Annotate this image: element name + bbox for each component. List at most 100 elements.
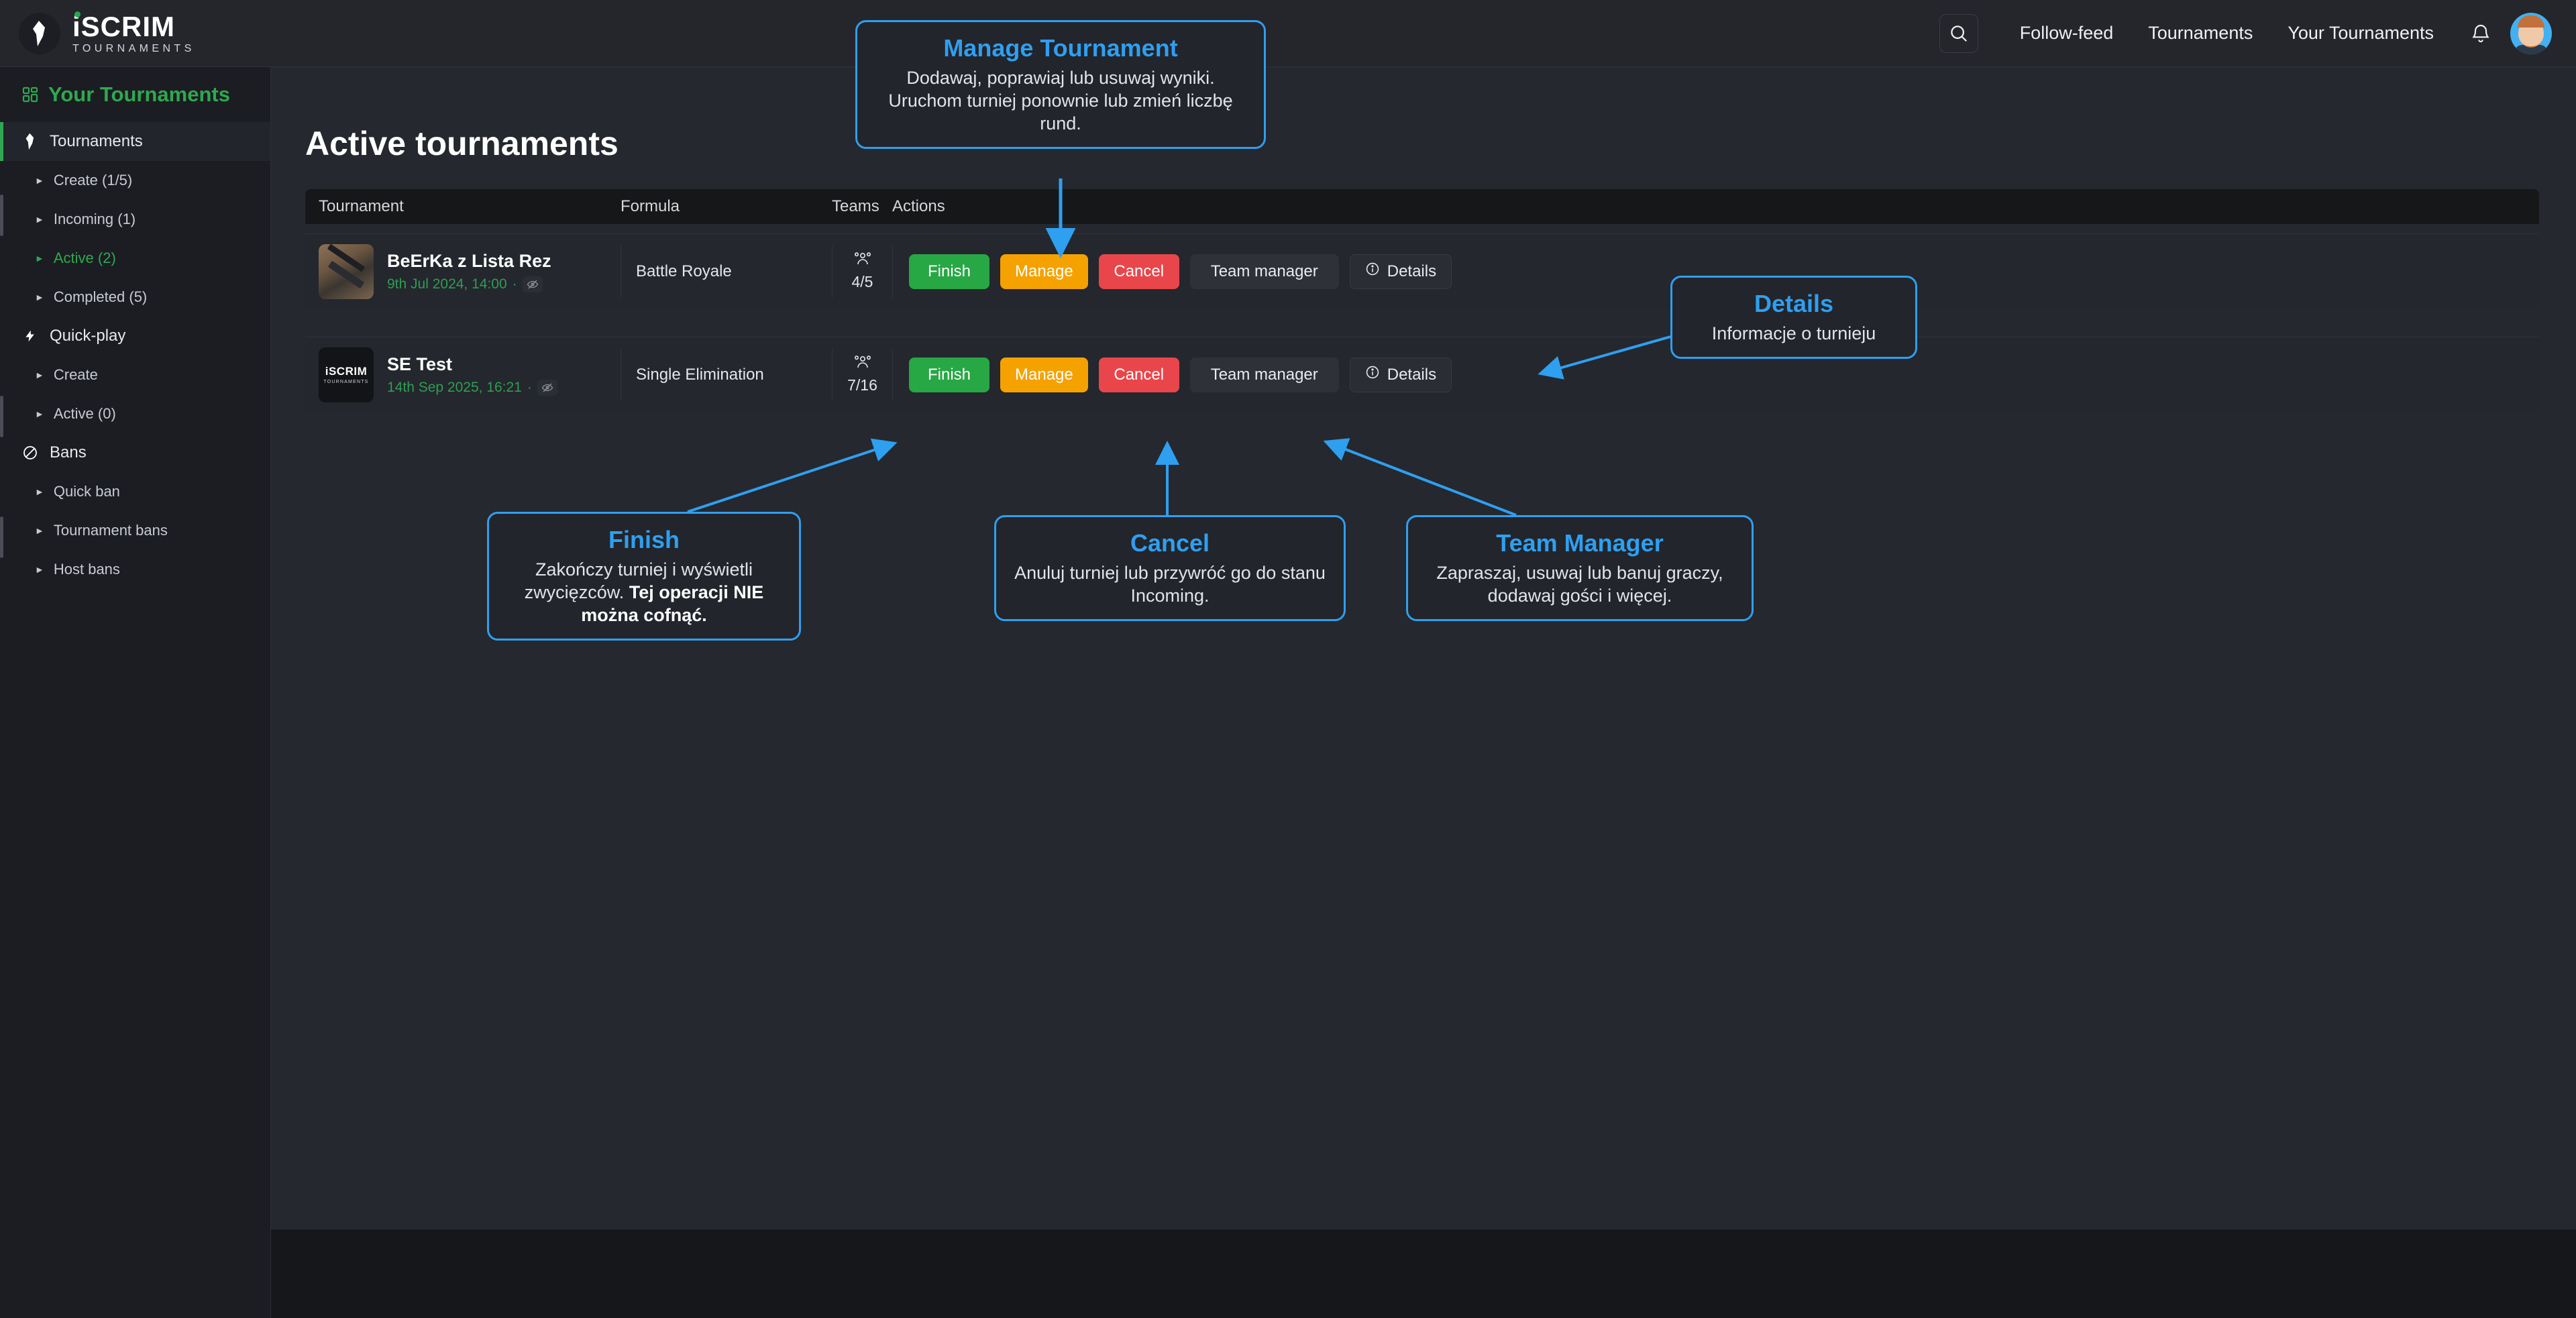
ban-icon bbox=[21, 445, 39, 461]
flag-glyph bbox=[33, 20, 45, 46]
cancel-button[interactable]: Cancel bbox=[1098, 254, 1179, 289]
brand-accent-dot bbox=[74, 11, 80, 17]
eye-slash-icon[interactable] bbox=[537, 379, 557, 396]
cell-tournament: BeErKa z Lista Rez 9th Jul 2024, 14:00 · bbox=[305, 243, 621, 299]
caret-right-icon: ► bbox=[35, 370, 44, 380]
sidebar-item-quick-play[interactable]: Quick-play bbox=[0, 317, 270, 355]
nav-link-follow-feed[interactable]: Follow-feed bbox=[2019, 23, 2114, 43]
sidebar-subitem-label: Create bbox=[53, 366, 98, 383]
brand-title: iSCRIM bbox=[72, 10, 195, 42]
caret-right-icon: ► bbox=[35, 408, 44, 419]
top-navigation-bar: iSCRIM TOURNAMENTS Follow-feed Tournamen… bbox=[0, 0, 2576, 67]
sidebar-subitem-completed[interactable]: ► Completed (5) bbox=[0, 278, 270, 317]
info-icon bbox=[1365, 262, 1380, 281]
sidebar-subitem-label: Incoming (1) bbox=[53, 211, 136, 227]
team-manager-button[interactable]: Team manager bbox=[1189, 357, 1339, 392]
callout-details: Details Informacje o turnieju bbox=[1670, 276, 1917, 360]
sidebar-subitem-quickplay-create[interactable]: ► Create bbox=[0, 355, 270, 394]
callout-body-emphasis: Tej operacji NIE można cofnąć. bbox=[581, 582, 764, 626]
sidebar-header: Your Tournaments bbox=[0, 67, 270, 122]
sidebar-item-tournaments[interactable]: Tournaments bbox=[0, 122, 270, 161]
manage-button[interactable]: Manage bbox=[1000, 254, 1088, 289]
sidebar-subitem-label: Quick ban bbox=[53, 483, 120, 500]
search-icon[interactable] bbox=[1939, 13, 1978, 53]
caret-right-icon: ► bbox=[35, 253, 44, 264]
callout-body: Anuluj turniej lub przywróć go do stanu … bbox=[1014, 563, 1326, 606]
brand-title-text: iSCRIM bbox=[72, 10, 175, 42]
callout-title: Details bbox=[1754, 290, 1834, 317]
sidebar-item-bans[interactable]: Bans bbox=[0, 433, 270, 472]
callout-finish: Finish Zakończy turniej i wyświetli zwyc… bbox=[487, 512, 801, 641]
brand-logo[interactable]: iSCRIM TOURNAMENTS bbox=[19, 10, 195, 54]
callout-title: Team Manager bbox=[1496, 529, 1664, 557]
column-header-teams: Teams bbox=[832, 197, 879, 215]
callout-title: Finish bbox=[608, 526, 680, 553]
thumbnail-logo-subtitle: TOURNAMENTS bbox=[323, 380, 369, 384]
callout-body: Zapraszaj, usuwaj lub banuj graczy, doda… bbox=[1436, 563, 1723, 606]
sidebar-subitem-label: Host bans bbox=[53, 561, 120, 578]
callout-title: Cancel bbox=[1130, 529, 1210, 557]
sidebar-scroll-indicator-3[interactable] bbox=[0, 516, 3, 558]
finish-button[interactable]: Finish bbox=[909, 357, 989, 392]
callout-body: Dodawaj, poprawiaj lub usuwaj wyniki. Ur… bbox=[888, 68, 1233, 134]
cell-actions: Finish Manage Cancel Team manager Detail… bbox=[892, 348, 2539, 401]
tournament-date-text: 9th Jul 2024, 14:00 bbox=[387, 276, 507, 292]
callout-manage-tournament: Manage Tournament Dodawaj, poprawiaj lub… bbox=[855, 20, 1266, 150]
cancel-button[interactable]: Cancel bbox=[1098, 357, 1179, 392]
table-header-row: Tournament Formula Teams Actions bbox=[305, 189, 2539, 224]
cell-actions: Finish Manage Cancel Team manager Detail… bbox=[892, 245, 2539, 298]
flag-icon bbox=[21, 133, 39, 150]
sidebar-subitem-tournament-bans[interactable]: ► Tournament bans bbox=[0, 511, 270, 550]
team-manager-button[interactable]: Team manager bbox=[1189, 254, 1339, 289]
tournament-thumbnail: iSCRIM TOURNAMENTS bbox=[319, 347, 374, 402]
tournament-name: SE Test bbox=[387, 353, 453, 374]
top-nav-right: Follow-feed Tournaments Your Tournaments bbox=[1939, 12, 2552, 54]
sidebar-header-label: Your Tournaments bbox=[48, 83, 230, 106]
brand-mark-icon bbox=[19, 12, 60, 54]
details-button[interactable]: Details bbox=[1349, 254, 1452, 289]
tournament-name: BeErKa z Lista Rez bbox=[387, 250, 551, 271]
brand-subtitle: TOURNAMENTS bbox=[72, 42, 195, 54]
details-button-label: Details bbox=[1387, 365, 1437, 384]
sidebar-subitem-label: Active (0) bbox=[53, 405, 116, 422]
finish-button[interactable]: Finish bbox=[909, 254, 989, 289]
table-row-spacer bbox=[305, 309, 2539, 337]
nav-link-tournaments[interactable]: Tournaments bbox=[2148, 23, 2253, 43]
sidebar-subitem-label: Active (2) bbox=[53, 250, 116, 266]
callout-cancel: Cancel Anuluj turniej lub przywróć go do… bbox=[994, 515, 1346, 622]
cell-formula: Single Elimination bbox=[621, 348, 832, 401]
manage-button[interactable]: Manage bbox=[1000, 357, 1088, 392]
date-separator-dot: · bbox=[527, 379, 532, 395]
cell-teams: 4/5 bbox=[832, 245, 892, 298]
teams-count: 7/16 bbox=[847, 376, 877, 394]
tournament-date: 14th Sep 2025, 16:21 · bbox=[387, 379, 557, 396]
bell-icon[interactable] bbox=[2470, 22, 2491, 45]
sidebar-scroll-indicator-2[interactable] bbox=[0, 396, 3, 437]
sidebar-subitem-label: Create (1/5) bbox=[53, 172, 133, 188]
column-header-actions: Actions bbox=[892, 197, 945, 215]
avatar-hair bbox=[2518, 15, 2544, 28]
sidebar-item-tournaments-label: Tournaments bbox=[50, 132, 143, 150]
caret-right-icon: ► bbox=[35, 486, 44, 497]
caret-right-icon: ► bbox=[35, 175, 44, 186]
sidebar-subitem-incoming[interactable]: ► Incoming (1) bbox=[0, 200, 270, 239]
details-button[interactable]: Details bbox=[1349, 357, 1452, 392]
sidebar-subitem-quickplay-active[interactable]: ► Active (0) bbox=[0, 394, 270, 433]
sidebar-subitem-active-tournaments[interactable]: ► Active (2) bbox=[0, 239, 270, 278]
avatar-body bbox=[2514, 44, 2548, 54]
nav-link-your-tournaments[interactable]: Your Tournaments bbox=[2288, 23, 2434, 43]
sidebar-subitem-host-bans[interactable]: ► Host bans bbox=[0, 550, 270, 589]
caret-right-icon: ► bbox=[35, 214, 44, 225]
cell-teams: 7/16 bbox=[832, 348, 892, 401]
cell-formula: Battle Royale bbox=[621, 245, 832, 298]
sidebar-scroll-indicator-1[interactable] bbox=[0, 195, 3, 236]
eye-slash-icon[interactable] bbox=[522, 276, 543, 292]
sidebar-subitem-quick-ban[interactable]: ► Quick ban bbox=[0, 472, 270, 511]
sidebar-subitem-create-tournament[interactable]: ► Create (1/5) bbox=[0, 161, 270, 200]
caret-right-icon: ► bbox=[35, 292, 44, 303]
tournament-date: 9th Jul 2024, 14:00 · bbox=[387, 276, 551, 292]
column-header-formula: Formula bbox=[621, 197, 680, 215]
info-icon bbox=[1365, 365, 1380, 384]
callout-body: Informacje o turnieju bbox=[1711, 323, 1876, 343]
avatar[interactable] bbox=[2510, 12, 2552, 54]
